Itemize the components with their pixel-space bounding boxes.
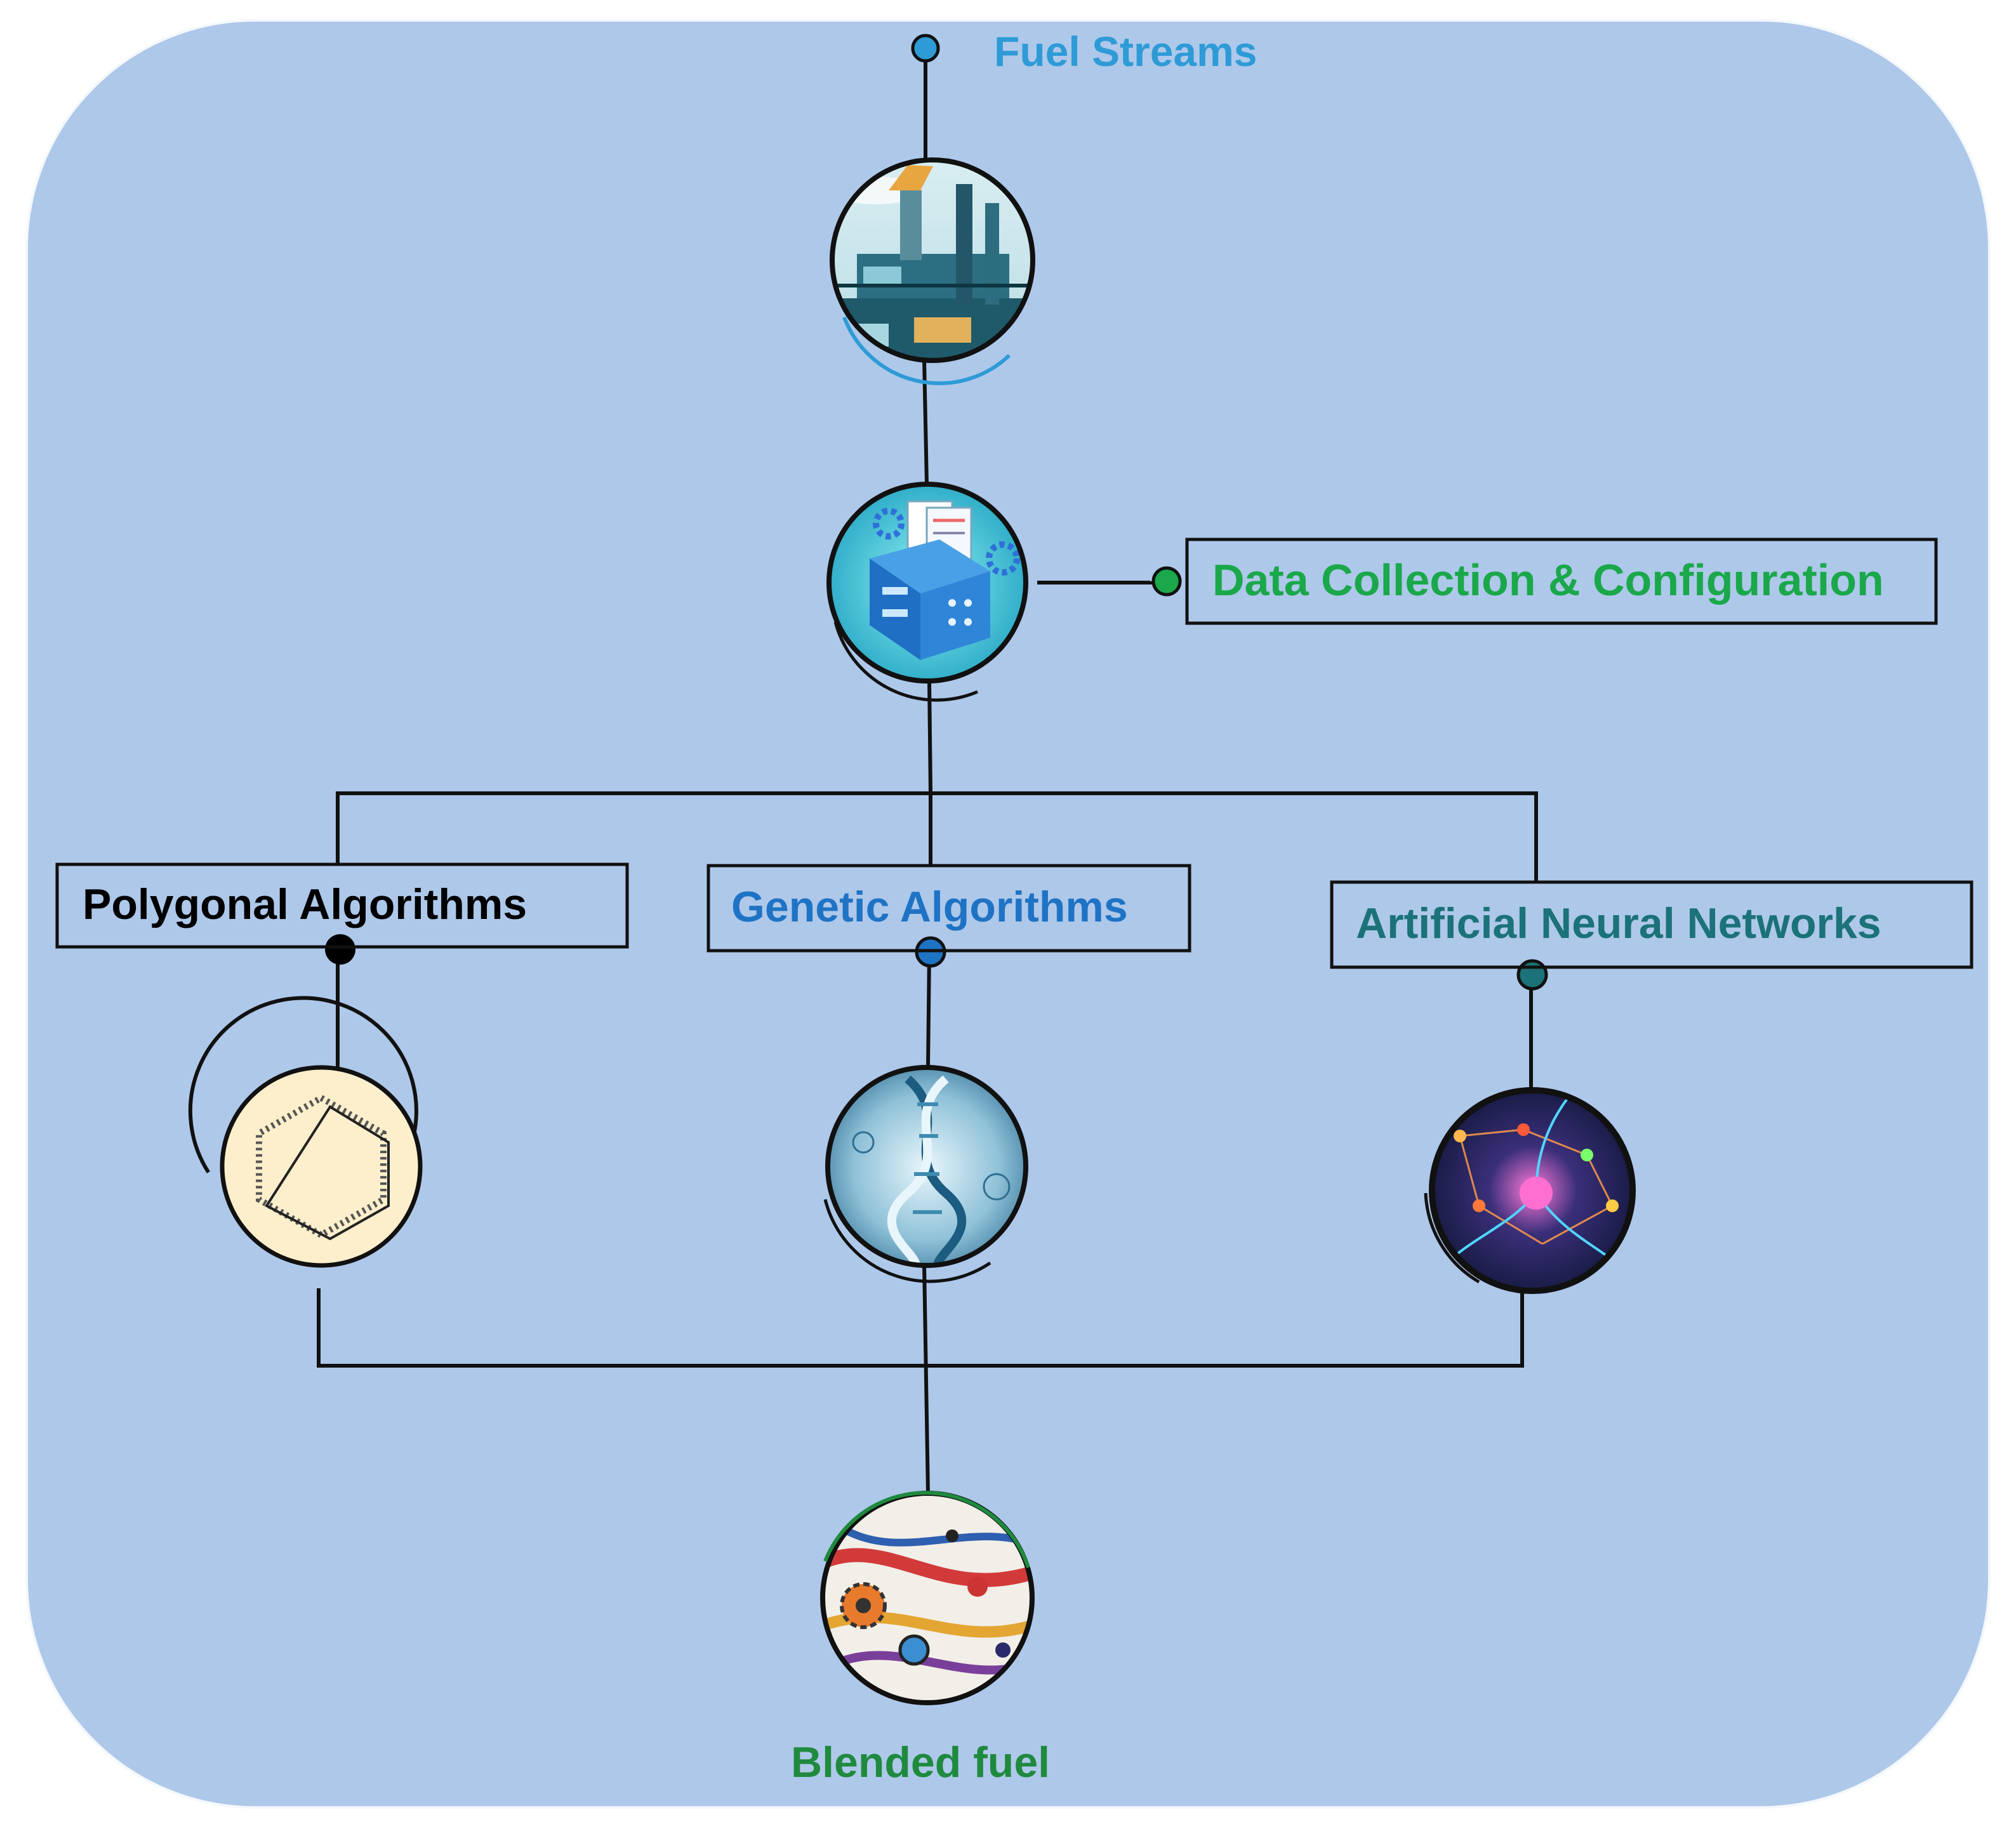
line-join-bottom	[317, 1288, 1524, 1368]
fuel-streams-label: Fuel Streams	[994, 28, 1257, 75]
fuel-streams-dot	[911, 34, 940, 63]
blended-fuel-node	[820, 1491, 1035, 1705]
connector-lines	[317, 51, 1538, 1495]
genetic-box	[706, 864, 1191, 953]
line-refinery-to-data	[922, 360, 929, 484]
line-genetic-down	[926, 951, 931, 1068]
line-data-to-label	[1037, 581, 1152, 584]
genetic-label: Genetic Algorithms	[731, 883, 1128, 931]
dna-node	[823, 1065, 1028, 1283]
line-dna-to-blend	[922, 1265, 930, 1495]
data-collection-box	[1185, 538, 1938, 625]
polygonal-label: Polygonal Algorithms	[83, 880, 527, 928]
neural-network-node	[1424, 1087, 1636, 1294]
background-panel	[25, 19, 1991, 1809]
ann-dot	[1516, 959, 1548, 991]
blended-fuel-label: Blended fuel	[791, 1738, 1050, 1786]
hexagon-icon	[256, 1094, 387, 1239]
data-collection-dot	[1151, 566, 1182, 597]
ann-box	[1330, 880, 1973, 969]
polygonal-box	[55, 862, 629, 949]
data-collection-label: Data Collection & Configuration	[1212, 555, 1884, 605]
refinery-node	[830, 157, 1035, 385]
ann-label: Artificial Neural Networks	[1356, 899, 1881, 948]
polygonal-dot	[325, 934, 355, 965]
line-split-branches	[336, 791, 1538, 883]
polygonal-node	[188, 996, 423, 1268]
line-data-to-split	[927, 681, 932, 793]
data-collection-node	[826, 482, 1028, 702]
